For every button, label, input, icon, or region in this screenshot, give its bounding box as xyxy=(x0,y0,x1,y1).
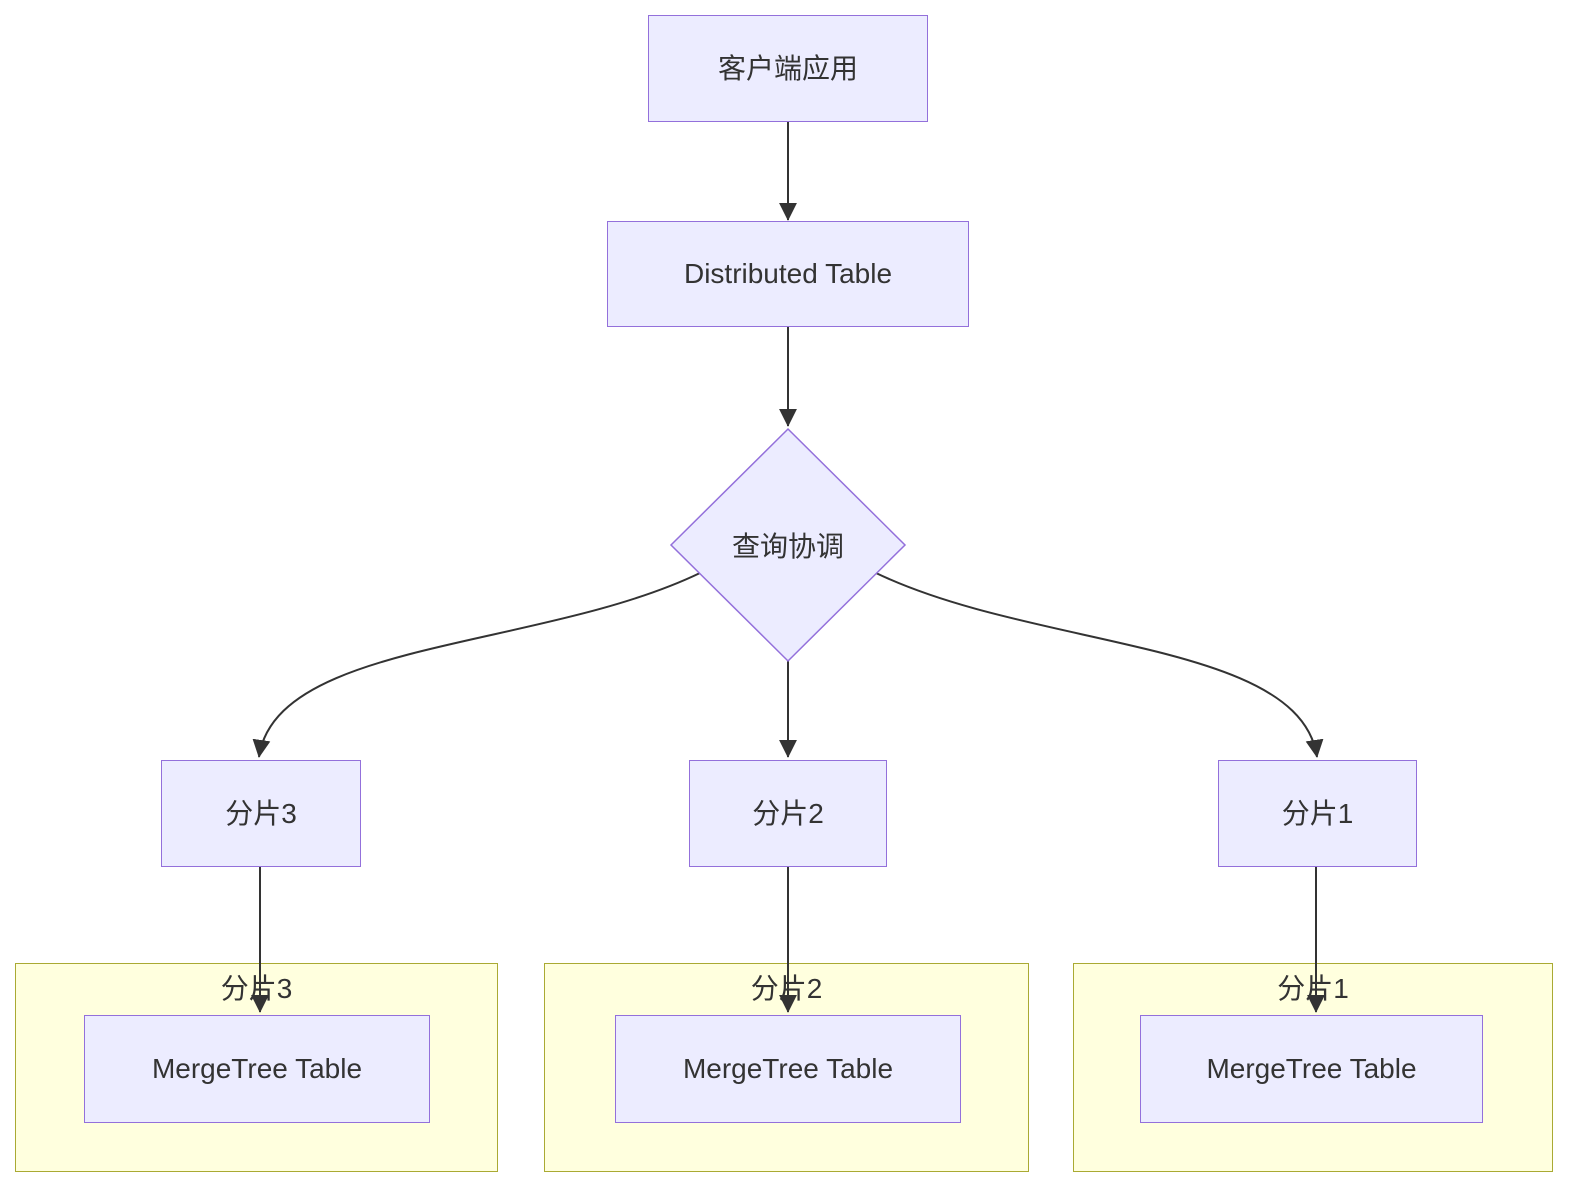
node-mergetree-table-3-label: MergeTree Table xyxy=(151,1053,363,1085)
edge-coordinator-to-shard-1 xyxy=(875,572,1324,758)
node-shard-1-label: 分片1 xyxy=(1281,797,1354,829)
node-query-coordinator-label: 查询协调 xyxy=(731,531,844,562)
cluster-title-shard-3: 分片3 xyxy=(220,973,293,1004)
node-mergetree-table-2: MergeTree Table xyxy=(615,1015,961,1123)
node-shard-3: 分片3 xyxy=(161,760,361,867)
node-distributed-table-label: Distributed Table xyxy=(683,258,893,290)
node-mergetree-table-2-label: MergeTree Table xyxy=(682,1053,894,1085)
node-shard-3-label: 分片3 xyxy=(225,797,297,829)
node-distributed-table: Distributed Table xyxy=(607,221,969,327)
node-shard-2-label: 分片2 xyxy=(752,797,824,829)
cluster-title-shard-1: 分片1 xyxy=(1277,973,1349,1004)
node-query-coordinator: 查询协调 xyxy=(671,429,905,661)
node-client-app-label: 客户端应用 xyxy=(717,52,858,84)
edge-coordinator-to-shard-3 xyxy=(252,572,701,758)
node-shard-1: 分片1 xyxy=(1218,760,1417,867)
cluster-title-shard-2: 分片2 xyxy=(750,973,823,1004)
node-client-app: 客户端应用 xyxy=(648,15,928,122)
node-mergetree-table-1-label: MergeTree Table xyxy=(1206,1053,1417,1085)
node-mergetree-table-3: MergeTree Table xyxy=(84,1015,430,1123)
node-shard-2: 分片2 xyxy=(689,760,887,867)
node-mergetree-table-1: MergeTree Table xyxy=(1140,1015,1483,1123)
